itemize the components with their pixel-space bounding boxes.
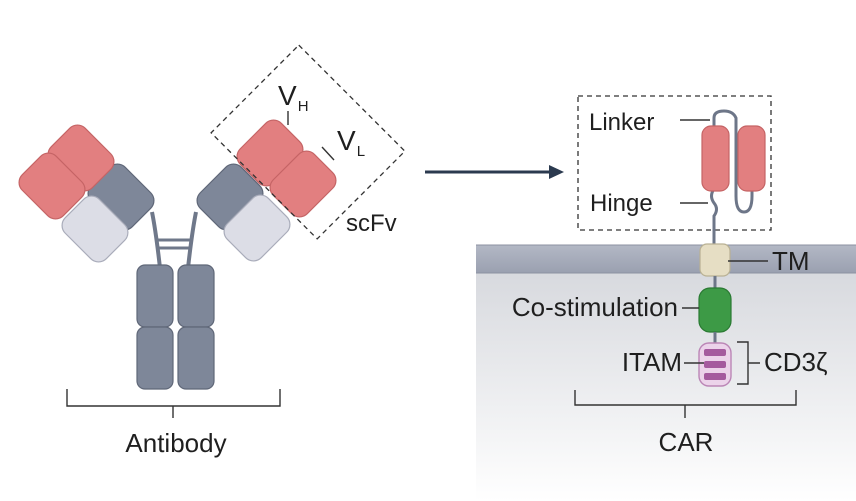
costimulation-label: Co-stimulation bbox=[512, 292, 678, 322]
light-constant-domain bbox=[223, 194, 291, 262]
cd3z-bracket bbox=[737, 341, 760, 385]
antibody-left-arm bbox=[18, 124, 155, 263]
light-constant-domain bbox=[61, 195, 129, 263]
costimulation-domain bbox=[698, 287, 732, 333]
transition-arrow bbox=[425, 165, 564, 179]
tm-domain bbox=[699, 243, 731, 277]
svg-text:VH: VH bbox=[278, 80, 309, 115]
tm-label: TM bbox=[772, 246, 810, 276]
vh-subscript: H bbox=[298, 98, 309, 115]
heavy-constant-domain bbox=[177, 264, 215, 328]
scfv-dashed-box bbox=[210, 44, 406, 240]
linker-loop bbox=[712, 109, 754, 214]
hinge-label: Hinge bbox=[590, 190, 653, 217]
antibody-label: Antibody bbox=[125, 428, 226, 458]
cd3z-label: CD3ζ bbox=[764, 347, 827, 377]
cell-interior bbox=[476, 270, 856, 501]
antibody: VH VL scFv Antibody bbox=[18, 44, 406, 458]
antibody-hinge bbox=[150, 211, 198, 269]
scfv-label: scFv bbox=[346, 210, 397, 237]
vh-label: V bbox=[278, 80, 297, 111]
antibody-fc-region bbox=[136, 264, 215, 390]
linker-label: Linker bbox=[589, 109, 654, 136]
light-variable-domain bbox=[269, 150, 337, 218]
heavy-constant-domain bbox=[136, 326, 174, 390]
car-scfv-box bbox=[577, 95, 772, 231]
vl-subscript: L bbox=[357, 143, 365, 160]
car-label: CAR bbox=[659, 427, 714, 457]
vl-label: V bbox=[337, 125, 356, 156]
hinge-stalk bbox=[710, 188, 718, 248]
car-vl-domain bbox=[737, 125, 766, 192]
car-cell: Linker Hinge TM Co-stimulation ITAM CD3ζ… bbox=[476, 95, 856, 501]
heavy-constant-domain bbox=[136, 264, 174, 328]
car-bracket bbox=[574, 390, 797, 418]
antibody-right-arm bbox=[196, 119, 337, 262]
itam-label: ITAM bbox=[622, 347, 682, 377]
light-variable-domain bbox=[18, 152, 86, 220]
heavy-constant-domain bbox=[177, 326, 215, 390]
cell-membrane bbox=[476, 245, 856, 273]
antibody-bracket bbox=[66, 389, 281, 418]
svg-text:VL: VL bbox=[337, 125, 365, 160]
itam-domain bbox=[698, 342, 732, 387]
car-vh-domain bbox=[701, 125, 730, 192]
